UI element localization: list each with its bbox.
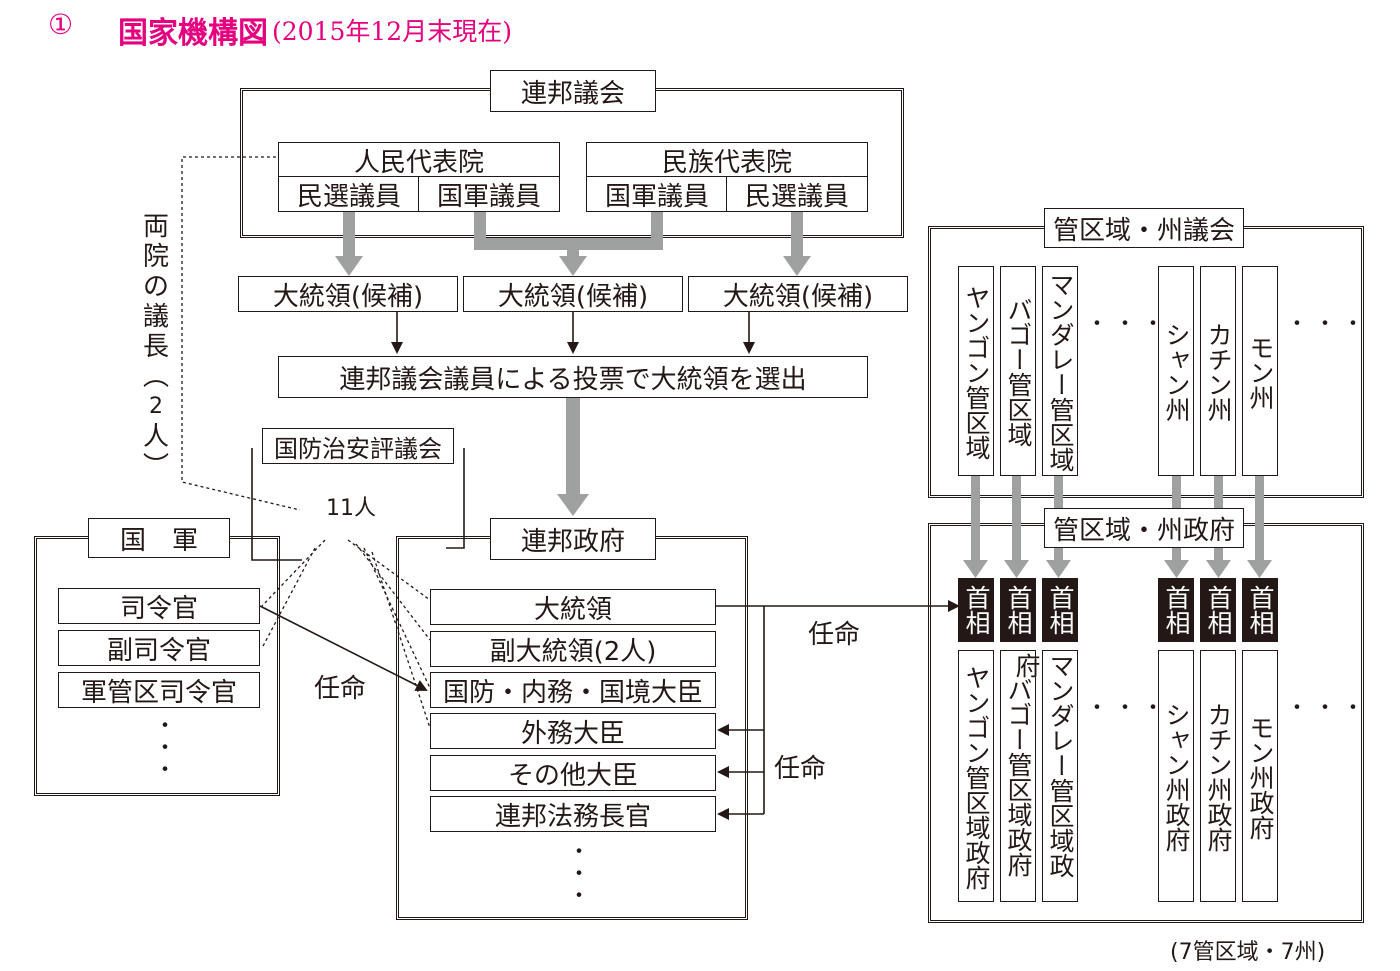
president: 大統領 xyxy=(430,589,716,625)
assembly-mon: モン州 xyxy=(1242,266,1278,476)
military-ellipsis: ・・・ xyxy=(154,714,177,783)
assembly-kachin: カチン州 xyxy=(1200,266,1236,476)
chief-minister-shan: 首相 xyxy=(1158,578,1194,642)
other-ministers: その他大臣 xyxy=(430,755,716,791)
attorney-general: 連邦法務長官 xyxy=(430,796,716,832)
chief-minister-bago: 首相 xyxy=(1000,578,1036,642)
assembly-shan: シャン州 xyxy=(1158,266,1194,476)
assembly-mandalay: マンダレー管区域 xyxy=(1042,266,1078,476)
government-mandalay: マンダレー管区域政府 xyxy=(1012,650,1078,902)
footnote: (7管区域・7州) xyxy=(1170,940,1326,965)
assembly-ellipsis-1: ・・・ xyxy=(1086,312,1171,337)
government-yangon: ヤンゴン管区域政府 xyxy=(958,650,994,902)
foreign-minister: 外務大臣 xyxy=(430,713,716,749)
gray-arrows xyxy=(335,212,1272,578)
chief-minister-yangon: 首相 xyxy=(958,578,994,642)
chief-minister-kachin: 首相 xyxy=(1200,578,1236,642)
assembly-bago: バゴー管区域 xyxy=(1000,266,1036,476)
appoint-by-commander-label: 任命 xyxy=(314,674,367,704)
upper-house-name: 民族代表院 xyxy=(586,142,868,178)
defence-home-border-ministers: 国防・内務・国境大臣 xyxy=(430,672,716,708)
assembly-yangon: ヤンゴン管区域 xyxy=(958,266,994,476)
government-kachin: カチン州政府 xyxy=(1200,650,1236,902)
regional-governments-label: 管区域・州政府 xyxy=(1044,508,1244,548)
title-date: (2015年12月末現在) xyxy=(272,17,512,46)
lower-house-name: 人民代表院 xyxy=(278,142,560,178)
president-candidate-1: 大統領(候補) xyxy=(238,276,458,312)
lower-house-military: 国軍議員 xyxy=(418,176,560,212)
upper-house-elected: 民選議員 xyxy=(726,176,868,212)
union-government-ellipsis: ・・・ xyxy=(568,840,591,909)
lower-house-elected: 民選議員 xyxy=(278,176,420,212)
parliament-label: 連邦議会 xyxy=(490,70,656,112)
appoint-ministers-label: 任命 xyxy=(774,754,827,784)
page-title: 国家機構図 xyxy=(118,16,268,51)
government-ellipsis-1: ・・・ xyxy=(1086,696,1171,721)
title-number: ① xyxy=(48,8,74,41)
government-ellipsis-2: ・・・ xyxy=(1286,696,1371,721)
government-shan: シャン州政府 xyxy=(1158,650,1194,902)
chief-minister-mon: 首相 xyxy=(1242,578,1278,642)
speakers-note: 両 院 の 議 長 ︵ 2 人 ︶ xyxy=(142,212,169,482)
military-label: 国 軍 xyxy=(88,518,230,558)
upper-house-military: 国軍議員 xyxy=(586,176,728,212)
commander: 司令官 xyxy=(58,588,260,624)
security-council-label: 国防治安評議会 xyxy=(262,428,454,464)
president-candidate-3: 大統領(候補) xyxy=(688,276,908,312)
appoint-chief-ministers-label: 任命 xyxy=(808,620,861,650)
government-mon: モン州政府 xyxy=(1242,650,1278,902)
regional-assemblies-label: 管区域・州議会 xyxy=(1044,208,1244,248)
security-council-members: 11人 xyxy=(326,496,376,521)
union-government-label: 連邦政府 xyxy=(490,518,656,560)
president-election: 連邦議会議員による投票で大統領を選出 xyxy=(278,356,868,398)
assembly-ellipsis-2: ・・・ xyxy=(1286,312,1371,337)
regional-commander: 軍管区司令官 xyxy=(58,672,260,708)
government-bago: バゴー管区域政府 xyxy=(1000,650,1036,902)
deputy-commander: 副司令官 xyxy=(58,630,260,666)
chief-minister-mandalay: 首相 xyxy=(1042,578,1078,642)
vice-president: 副大統領(2人) xyxy=(430,631,716,667)
president-candidate-2: 大統領(候補) xyxy=(463,276,683,312)
